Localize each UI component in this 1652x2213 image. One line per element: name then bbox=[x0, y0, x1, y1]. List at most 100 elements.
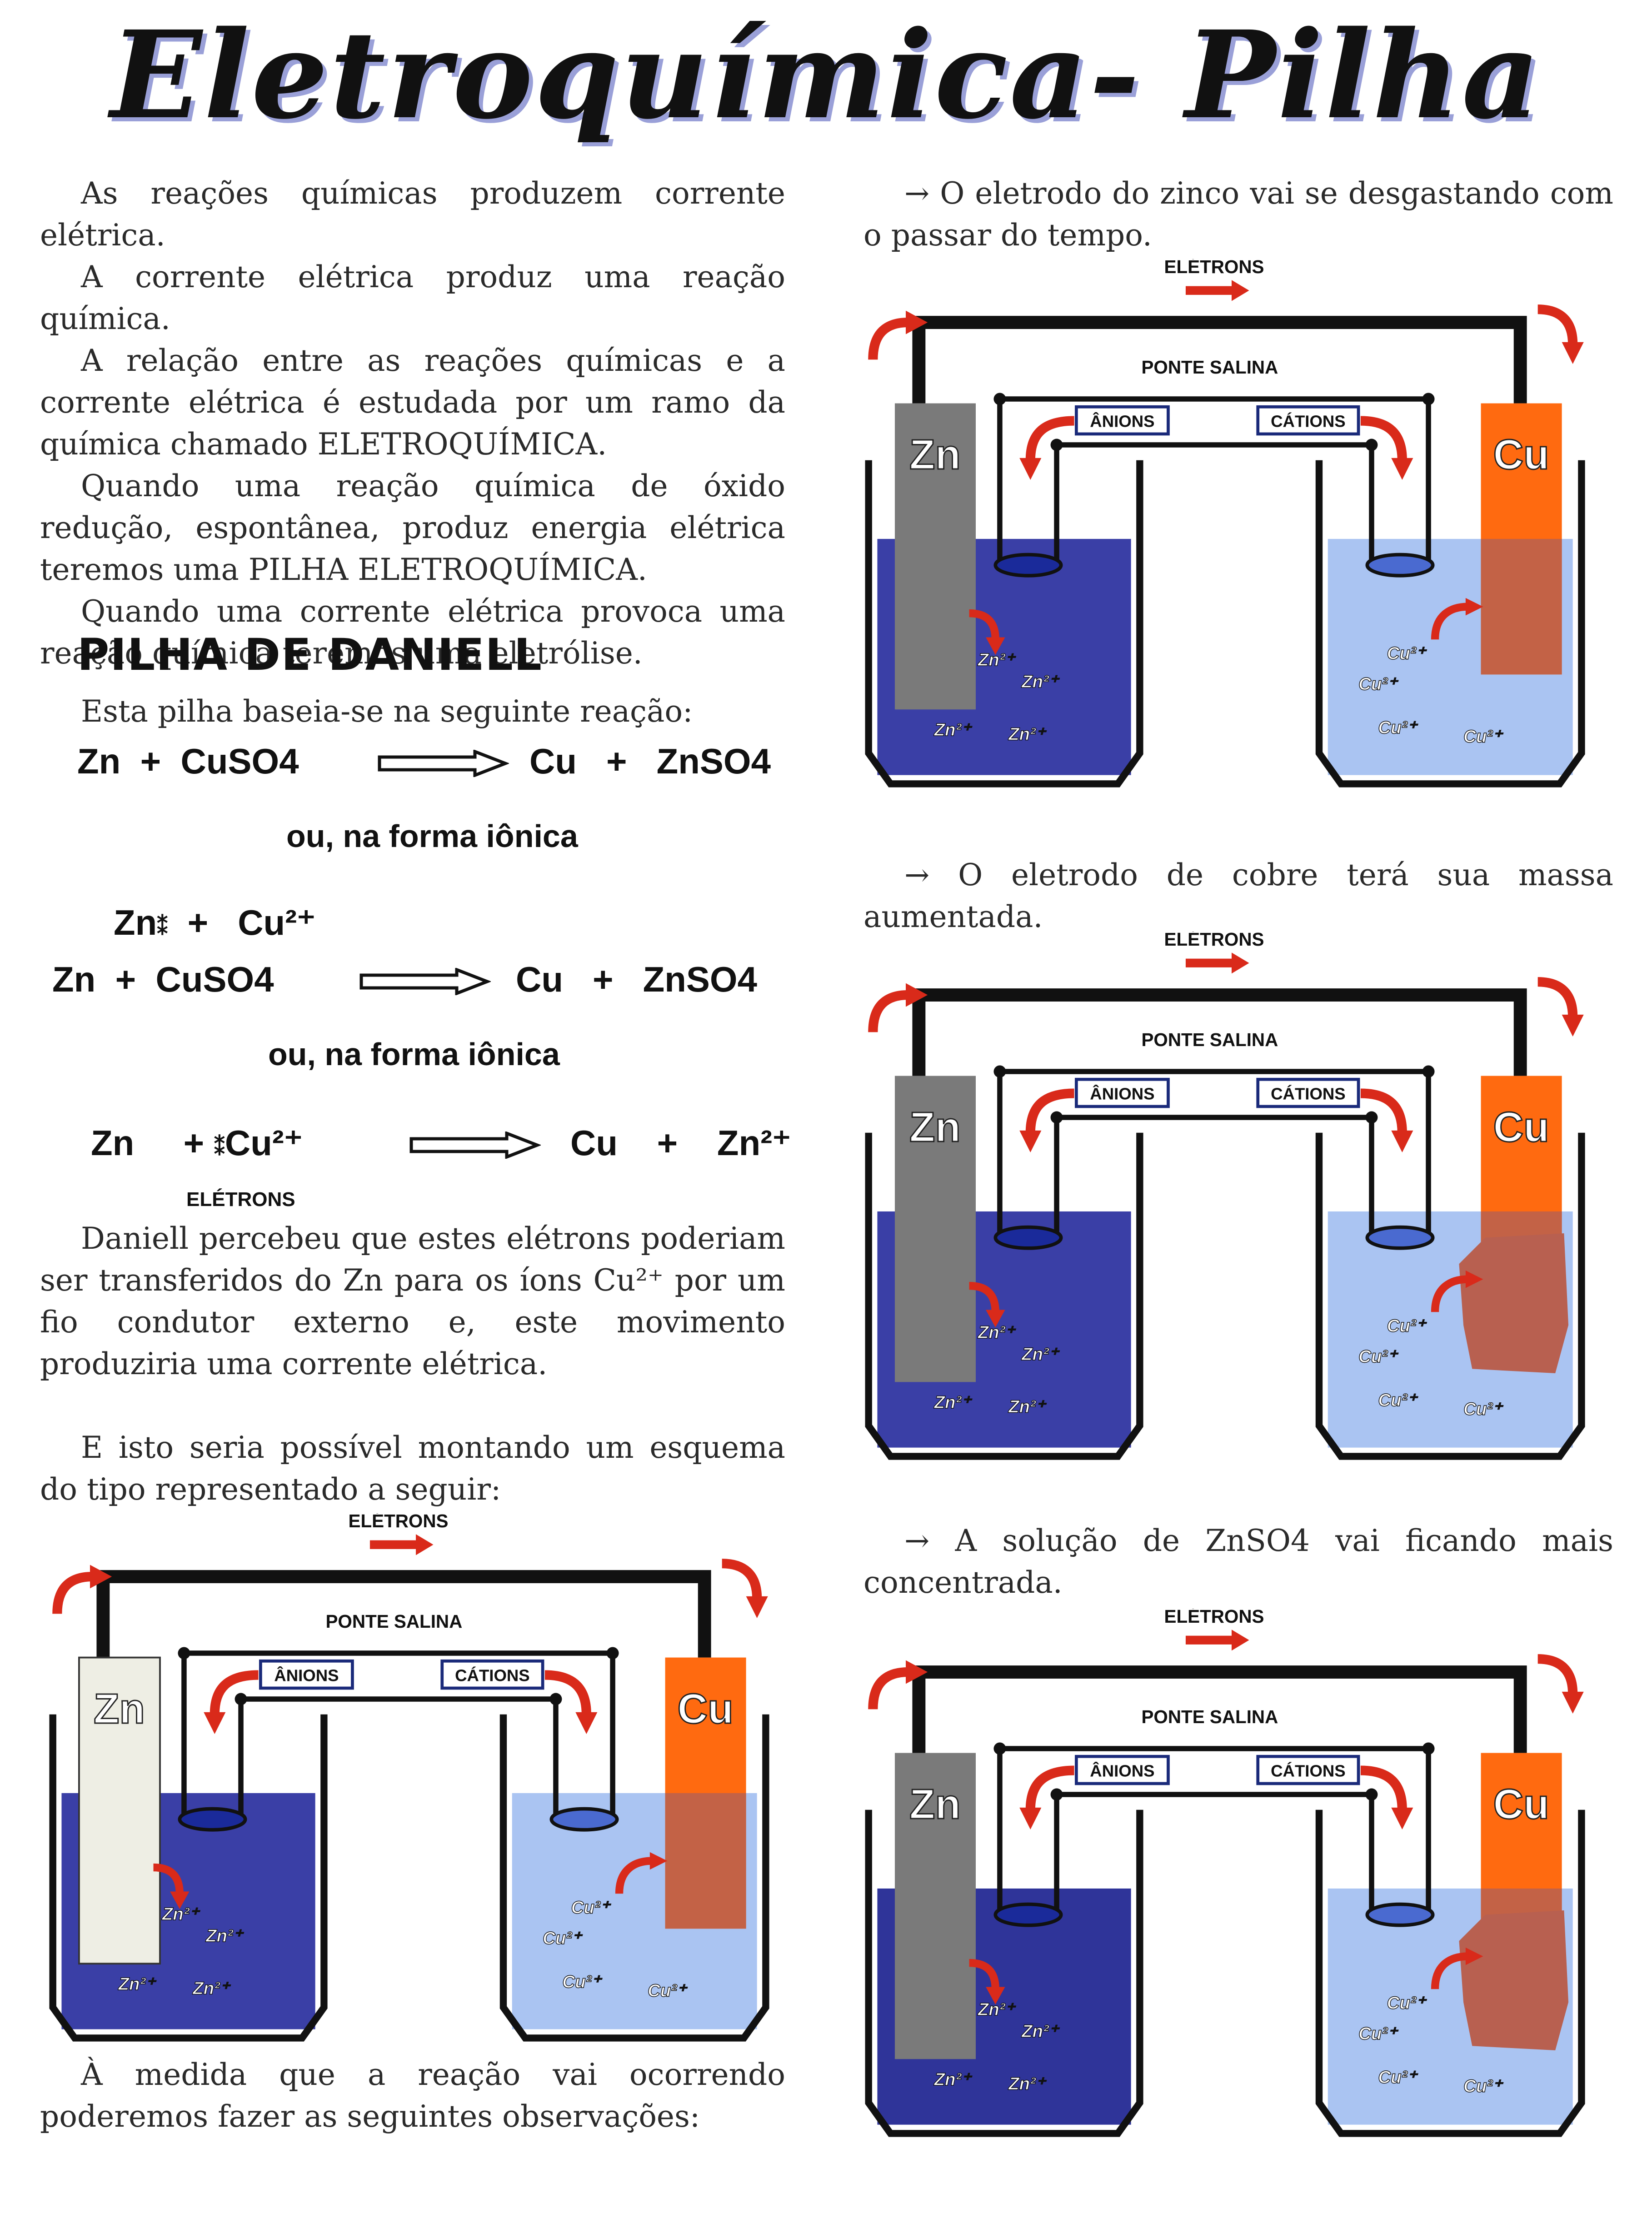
bridge-label: PONTE SALINA bbox=[1141, 1706, 1278, 1727]
external-wire bbox=[96, 1570, 711, 1658]
cell-svg: ELÉTRONS PONTE SALINA ÂNIONS CÁTIONS Zn … bbox=[49, 1513, 769, 2042]
curved-arrow-left-head bbox=[90, 1565, 112, 1589]
bridge-plug-right bbox=[1365, 1902, 1435, 1927]
cu-ion: Cu²⁺ bbox=[1387, 1994, 1427, 2013]
zn-ion: Zn²⁺ bbox=[162, 1904, 200, 1924]
zn-electrode: Zn bbox=[894, 1076, 976, 1382]
cations-arrow bbox=[544, 1670, 591, 1715]
salt-bridge-inner bbox=[238, 1696, 559, 1815]
anions-label: ÂNIONS bbox=[1090, 1084, 1154, 1103]
cu-ion: Cu²⁺ bbox=[571, 1898, 611, 1918]
cu-label: Cu bbox=[1493, 1780, 1549, 1828]
copper-deposit bbox=[1459, 1233, 1569, 1374]
curved-arrow-left bbox=[52, 1571, 93, 1614]
anions-box bbox=[1074, 1754, 1170, 1785]
external-wire bbox=[912, 988, 1527, 1076]
external-wire bbox=[912, 1665, 1527, 1753]
section-heading: PILHA DE DANIELL bbox=[77, 629, 543, 680]
observation-intro: À medida que a reação vai ocorrendo pode… bbox=[40, 2057, 785, 2134]
electrons-label: ELÉTRONS bbox=[1164, 1609, 1264, 1627]
cations-label: CÁTIONS bbox=[455, 1666, 530, 1685]
cations-box bbox=[1256, 1754, 1360, 1785]
cu-ion-arrow bbox=[1431, 1275, 1468, 1312]
cations-arrow bbox=[1360, 416, 1407, 460]
zn-beaker bbox=[49, 1714, 328, 2042]
zn-electrode: Zn bbox=[894, 1753, 976, 2059]
scheme-text: E isto seria possível montando um esquem… bbox=[40, 1430, 785, 1507]
cations-box bbox=[1256, 405, 1360, 436]
electrons-arrow-group: ELÉTRONS bbox=[1164, 932, 1264, 974]
cu-electrode: Cu bbox=[1481, 403, 1562, 675]
bridge-plug-left bbox=[993, 1902, 1063, 1927]
cu-ion: Cu²⁺ bbox=[1358, 1347, 1398, 1366]
intro-paragraph: As reações químicas produzem corrente el… bbox=[40, 176, 785, 253]
cations-label: CÁTIONS bbox=[1271, 1085, 1346, 1103]
curved-arrow-right-head bbox=[746, 1596, 768, 1618]
cu-ion-arrow bbox=[1431, 1952, 1468, 1989]
zn-electrode: Zn bbox=[78, 1656, 161, 1965]
electrons-label: ELÉTRONS bbox=[186, 1188, 295, 1211]
cu-electrode: Cu bbox=[1459, 1753, 1569, 2051]
zn-ion: Zn²⁺ bbox=[978, 2000, 1016, 2019]
bridge-plug-right bbox=[1365, 1225, 1435, 1250]
cu-ion: Cu²⁺ bbox=[1463, 2076, 1503, 2096]
curved-arrow-left bbox=[868, 317, 908, 360]
reaction-products-1: Cu + ZnSO4 bbox=[529, 741, 771, 781]
cu-label: Cu bbox=[1493, 431, 1549, 478]
reaction-equation-2: Zn + CuSO4 bbox=[52, 959, 274, 999]
electron-flow-arrow bbox=[1185, 952, 1249, 974]
cu-ion: Cu²⁺ bbox=[562, 1972, 602, 1992]
cations-box bbox=[440, 1659, 544, 1690]
curved-arrow-right bbox=[722, 1559, 762, 1599]
electron-flow-arrow bbox=[1185, 1630, 1249, 1651]
anions-box bbox=[1074, 405, 1170, 436]
zn-electrode: Zn bbox=[894, 403, 976, 710]
reaction-arrow bbox=[359, 968, 491, 995]
cu-beaker bbox=[1315, 460, 1585, 788]
zn-beaker bbox=[865, 1809, 1143, 2137]
anions-box bbox=[1074, 1077, 1170, 1108]
salt-bridge-inner bbox=[1054, 442, 1374, 561]
cu-ion: Cu²⁺ bbox=[648, 1981, 688, 2000]
intro-paragraph: Quando uma corrente elétrica provoca uma… bbox=[40, 594, 785, 671]
salt-bridge-inner bbox=[1054, 1792, 1374, 1911]
zn-ion: Zn²⁺ bbox=[1021, 672, 1060, 692]
curved-arrow-left bbox=[868, 1667, 908, 1710]
partial-equation: Zn⁑ + Cu²⁺ bbox=[114, 902, 316, 942]
zn-ion: Zn²⁺ bbox=[934, 1393, 973, 1412]
electrons-arrow-group: ELÉTRONS bbox=[1164, 259, 1264, 301]
bridge-label: PONTE SALINA bbox=[325, 1611, 462, 1632]
reaction-equation-1: Zn + CuSO4 bbox=[77, 741, 299, 781]
zn-ion: Zn²⁺ bbox=[205, 1926, 244, 1946]
zn-ion: Zn²⁺ bbox=[1008, 725, 1047, 744]
zn-ion: Zn²⁺ bbox=[192, 1979, 231, 1999]
cations-box bbox=[1256, 1077, 1360, 1108]
bridge-plug-right bbox=[549, 1807, 619, 1832]
anions-box bbox=[259, 1659, 354, 1690]
anions-arrow bbox=[1025, 416, 1074, 460]
electrons-arrow-group: ELÉTRONS bbox=[1164, 1609, 1264, 1651]
zn-ion: Zn²⁺ bbox=[1021, 1345, 1060, 1364]
intro-paragraph: A relação entre as reações químicas e a … bbox=[40, 343, 785, 462]
electrons-label: ELÉTRONS bbox=[1164, 259, 1264, 277]
bridge-plug-left bbox=[993, 1225, 1063, 1250]
salt-bridge-inner bbox=[1054, 1115, 1374, 1234]
zn-ion: Zn²⁺ bbox=[934, 720, 973, 740]
cell-diagram-zinc-wear: ELÉTRONS PONTE SALINA ÂNIONS CÁTIONS Zn … bbox=[845, 259, 1645, 863]
ionic-form-label: ou, na forma iônica bbox=[268, 1037, 560, 1072]
cell-diagram-copper-growth: ELÉTRONS PONTE SALINA ÂNIONS CÁTIONS Zn … bbox=[845, 932, 1645, 1536]
intro-paragraph: A corrente elétrica produz uma reação qu… bbox=[40, 259, 785, 336]
observation-1: → O eletrodo do zinco vai se desgastando… bbox=[863, 176, 1613, 253]
zn-label: Zn bbox=[909, 431, 961, 478]
ionic-form-label: ou, na forma iônica bbox=[286, 818, 578, 854]
curved-arrow-right-head bbox=[1562, 1691, 1584, 1714]
curved-arrow-left-head bbox=[906, 1660, 928, 1684]
zn-label: Zn bbox=[909, 1103, 961, 1151]
anions-arrow bbox=[210, 1670, 259, 1715]
curved-arrow-right-head bbox=[1562, 342, 1584, 364]
salt-bridge-outer bbox=[997, 1069, 1431, 1234]
curved-arrow-right bbox=[1537, 977, 1578, 1017]
anions-label: ÂNIONS bbox=[274, 1666, 339, 1685]
cell-svg: ELÉTRONS PONTE SALINA ÂNIONS CÁTIONS Zn … bbox=[865, 1609, 1585, 2137]
cu-ion: Cu²⁺ bbox=[1387, 644, 1427, 663]
